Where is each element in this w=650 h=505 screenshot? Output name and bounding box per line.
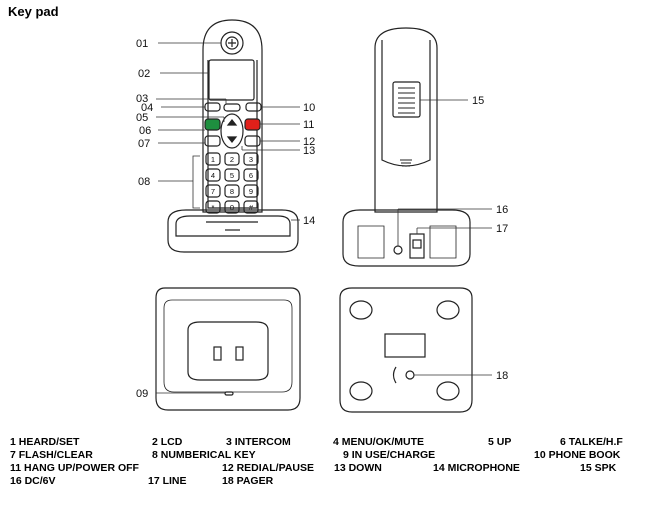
callout-07: 07 [138, 138, 150, 150]
key-1: 1 [211, 155, 215, 164]
handset-front [202, 19, 263, 214]
key-star: * [212, 203, 215, 212]
handset-back [374, 27, 438, 213]
key-6: 6 [249, 171, 253, 180]
callout-18: 18 [496, 370, 508, 382]
base-top [155, 287, 301, 411]
legend-item: 6 TALKE/H.F [560, 436, 623, 448]
legend-item: 18 PAGER [222, 475, 274, 487]
keypad-labels: 1 2 3 4 5 6 7 8 9 * 0 # [211, 155, 254, 212]
callout-12: 12 [303, 136, 315, 148]
legend-item: 1 HEARD/SET [10, 436, 80, 448]
legend-item: 17 LINE [148, 475, 187, 487]
legend-item: 3 INTERCOM [226, 436, 291, 448]
base-bottom [339, 287, 473, 413]
legend-item: 15 SPK [580, 462, 617, 474]
callout-16: 16 [496, 204, 508, 216]
callout-13: 13 [303, 145, 315, 157]
callout-02: 02 [138, 68, 150, 80]
key-8: 8 [230, 187, 234, 196]
legend-row: 16 DC/6V 17 LINE 18 PAGER [10, 475, 642, 488]
key-hash: # [249, 203, 254, 212]
charge-led [224, 391, 234, 396]
dc-jack [393, 245, 403, 255]
callout-17: 17 [496, 223, 508, 235]
legend-item: 10 PHONE BOOK [534, 449, 621, 461]
flash-key [204, 135, 221, 147]
hangup-key [244, 118, 261, 131]
menu-key [204, 102, 221, 112]
key-2: 2 [230, 155, 234, 164]
callout-10: 10 [303, 102, 315, 114]
talk-key [204, 118, 221, 131]
phonebook-key [245, 102, 262, 112]
page-title: Key pad [8, 4, 59, 19]
key-3: 3 [249, 155, 253, 164]
callout-03: 03 [136, 93, 148, 105]
base-back [342, 209, 471, 267]
nav-key [220, 113, 244, 149]
legend-row: 1 HEARD/SET 2 LCD 3 INTERCOM 4 MENU/OK/M… [10, 436, 642, 449]
callout-09: 09 [136, 388, 148, 400]
legend-item: 12 REDIAL/PAUSE [222, 462, 314, 474]
key-5: 5 [230, 171, 234, 180]
redial-key [244, 135, 261, 147]
callouts: 01 02 03 04 05 06 07 08 09 10 11 12 13 1… [136, 38, 508, 400]
callout-05: 05 [136, 112, 148, 124]
legend-item: 9 IN USE/CHARGE [343, 449, 436, 461]
callout-04: 04 [141, 102, 153, 114]
legend-row: 7 FLASH/CLEAR 8 NUMBERICAL KEY 9 IN USE/… [10, 449, 642, 462]
legend-item: 8 NUMBERICAL KEY [152, 449, 256, 461]
key-9: 9 [249, 187, 253, 196]
callout-06: 06 [139, 125, 151, 137]
legend-row: 11 HANG UP/POWER OFF 12 REDIAL/PAUSE 13 … [10, 462, 642, 475]
callout-15: 15 [472, 95, 484, 107]
lcd-screen [208, 59, 255, 101]
legend-item: 7 FLASH/CLEAR [10, 449, 93, 461]
legend: 1 HEARD/SET 2 LCD 3 INTERCOM 4 MENU/OK/M… [10, 436, 642, 488]
phone-diagram: 1 2 3 4 5 6 7 8 9 * 0 # 01 02 03 04 05 0… [136, 19, 508, 413]
key-4: 4 [211, 171, 215, 180]
numeric-keypad [205, 152, 259, 214]
legend-item: 5 UP [488, 436, 512, 448]
legend-item: 11 HANG UP/POWER OFF [10, 462, 139, 474]
base-front [167, 209, 299, 253]
key-7: 7 [211, 187, 215, 196]
callout-11: 11 [303, 119, 314, 131]
legend-item: 14 MICROPHONE [433, 462, 520, 474]
legend-item: 13 DOWN [334, 462, 382, 474]
legend-item: 16 DC/6V [10, 475, 56, 487]
speaker-grille [392, 81, 421, 118]
callout-14: 14 [303, 215, 315, 227]
legend-item: 2 LCD [152, 436, 183, 448]
callout-01: 01 [136, 38, 148, 50]
line-jack [409, 233, 425, 259]
pager-button [405, 370, 415, 380]
legend-item: 4 MENU/OK/MUTE [333, 436, 425, 448]
callout-08: 08 [138, 176, 150, 188]
key-0: 0 [230, 203, 234, 212]
